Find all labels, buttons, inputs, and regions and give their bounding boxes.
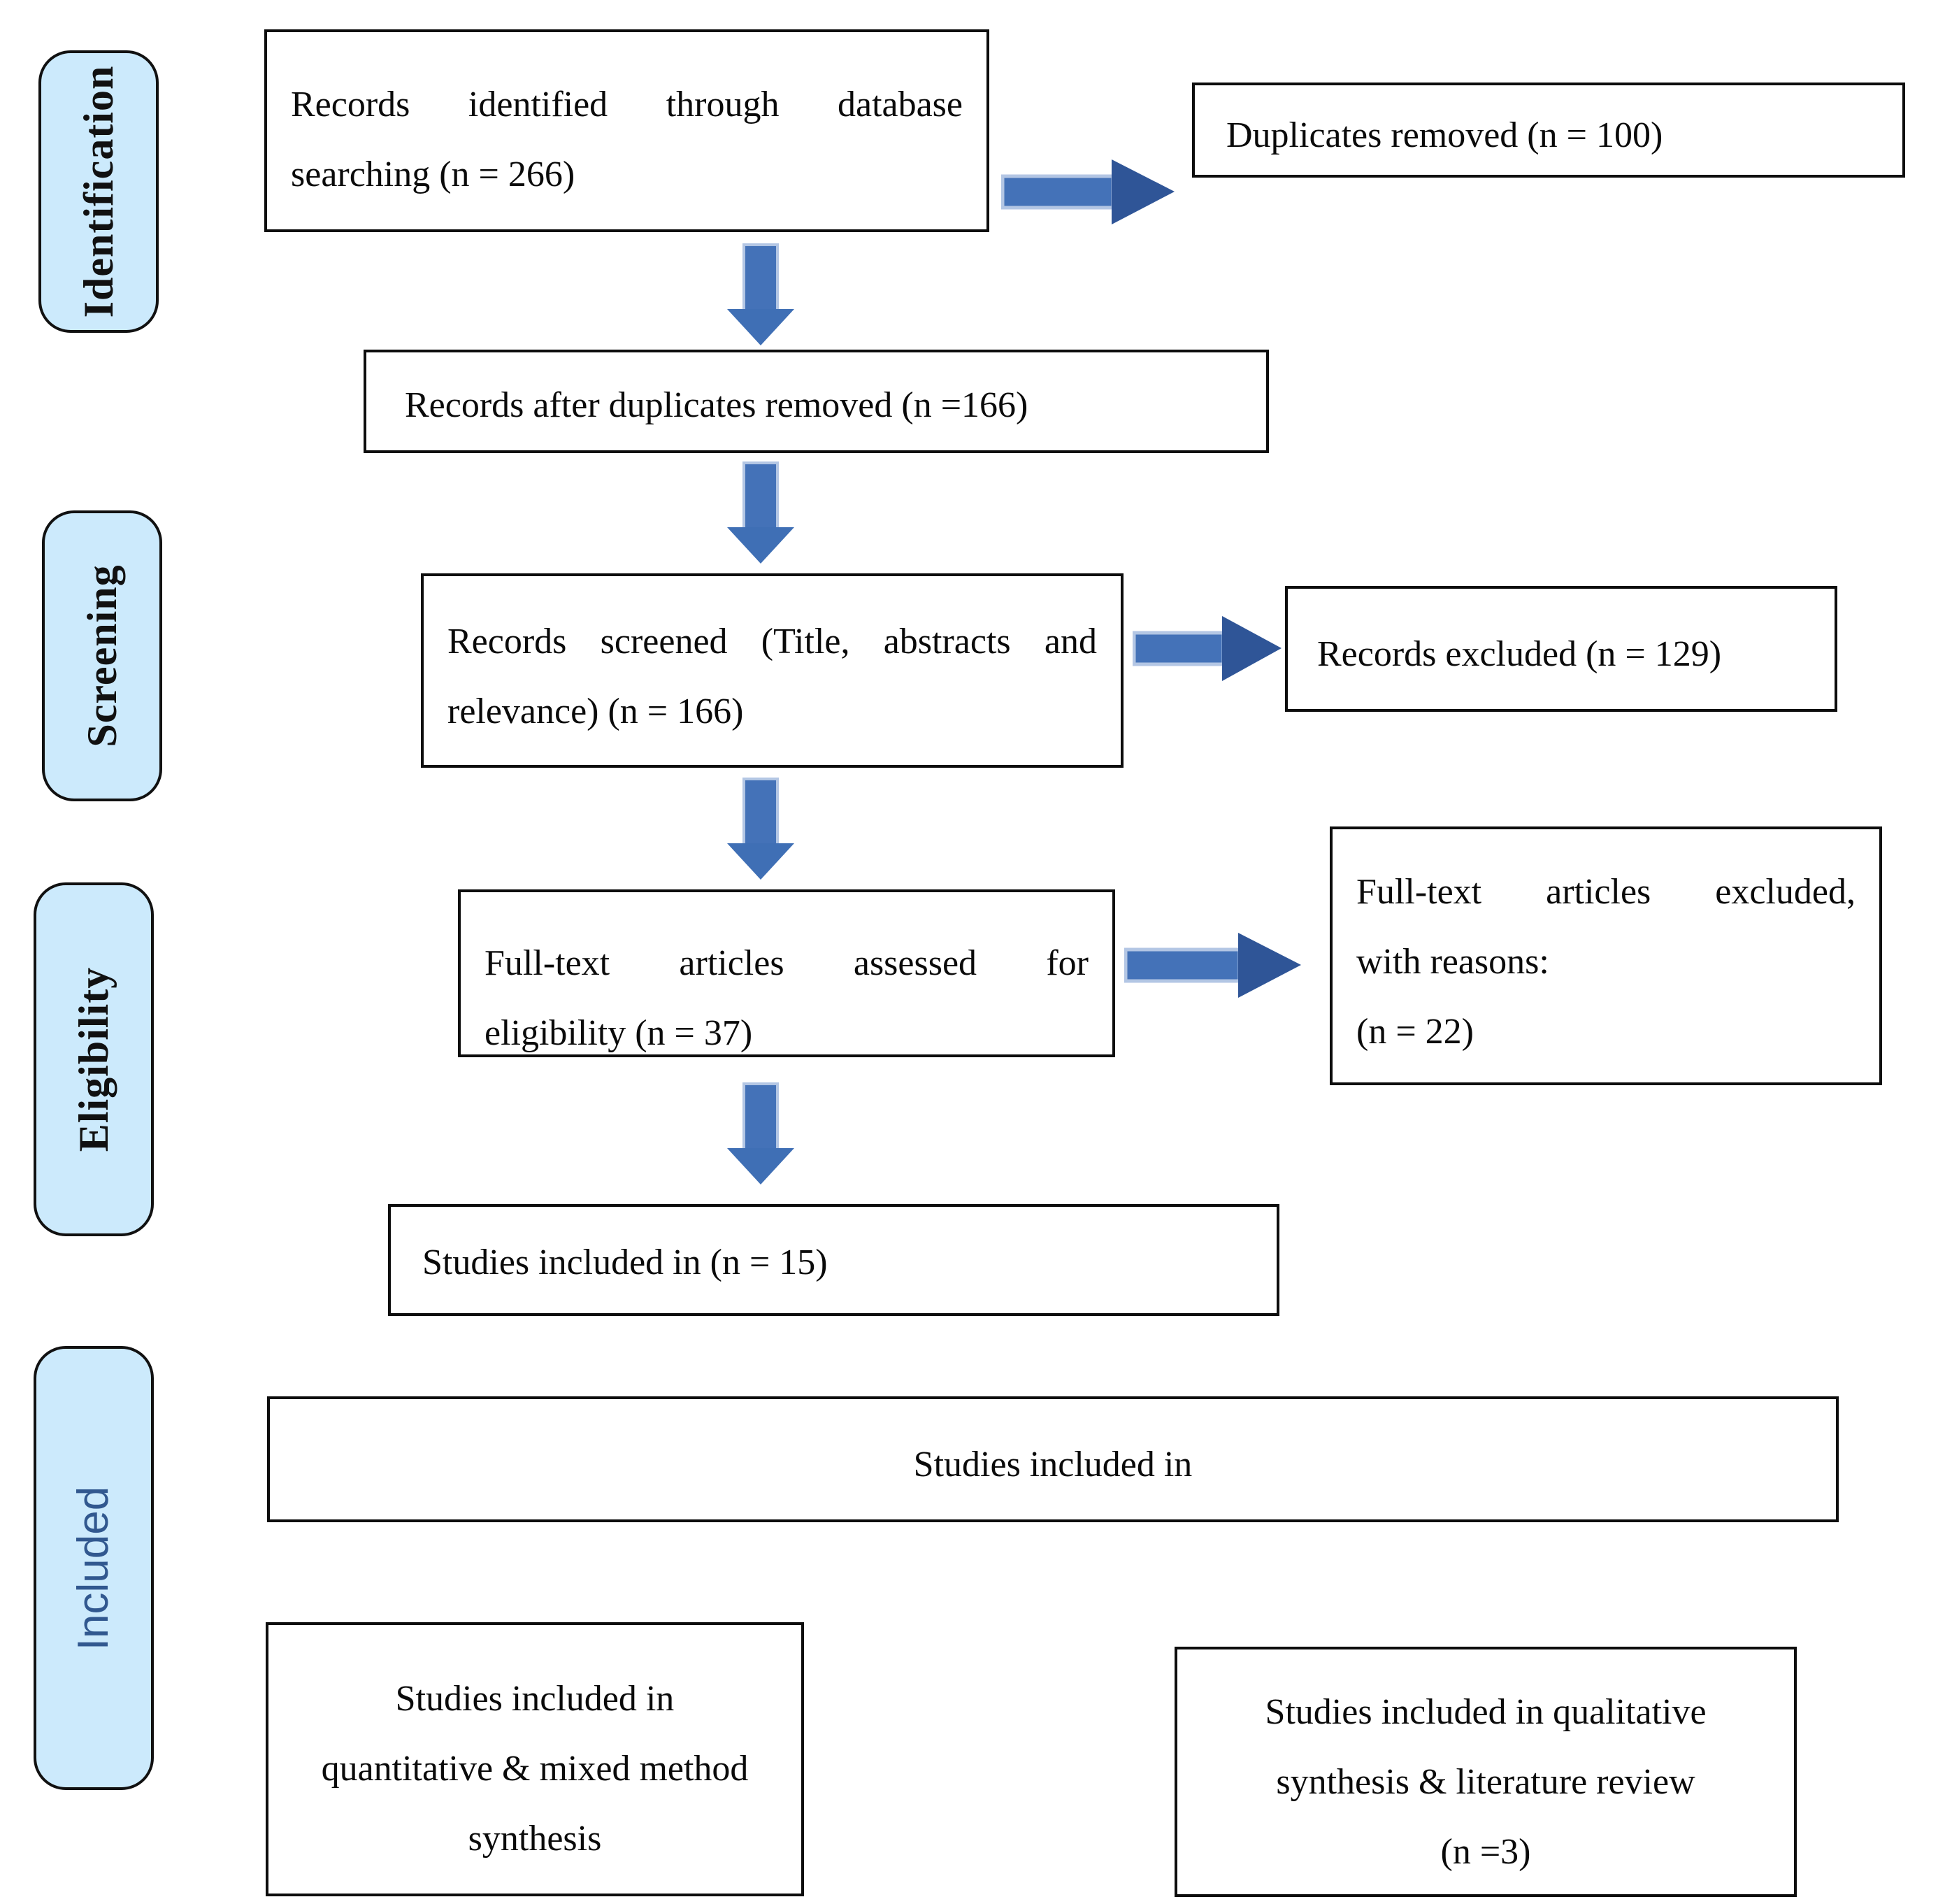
fulltext-assessed-line2: eligibility (n = 37) (485, 1013, 753, 1053)
box-studies-included-n15: Studies included in (n = 15) (388, 1204, 1279, 1316)
arrow-down-to-records-after-duplicates (727, 243, 794, 345)
stage-label-eligibility: Eligibility (71, 966, 117, 1152)
records-identified-line1: Records identified through database (291, 85, 963, 124)
box-records-screened: Records screened (Title, abstracts and r… (421, 573, 1124, 768)
qualitative-synthesis-line3: (n =3) (1440, 1832, 1531, 1872)
fulltext-excluded-line2: with reasons: (1356, 942, 1549, 982)
box-quantitative-synthesis: Studies included in quantitative & mixed… (266, 1622, 804, 1896)
quantitative-synthesis-line1: Studies included in (395, 1679, 675, 1719)
box-fulltext-assessed: Full-text articles assessed for eligibil… (458, 889, 1115, 1057)
stage-pill-included: Included (34, 1346, 154, 1790)
box-records-after-duplicates: Records after duplicates removed (n =166… (364, 350, 1269, 453)
records-screened-line1: Records screened (Title, abstracts and (447, 622, 1097, 661)
box-duplicates-removed: Duplicates removed (n = 100) (1192, 83, 1905, 178)
records-identified-line2: searching (n = 266) (291, 155, 575, 194)
studies-included-n15-line1: Studies included in (n = 15) (422, 1243, 828, 1282)
quantitative-synthesis-line3: synthesis (468, 1819, 602, 1859)
quantitative-synthesis-line2: quantitative & mixed method (321, 1749, 749, 1789)
fulltext-excluded-line1: Full-text articles excluded, (1356, 872, 1856, 912)
records-excluded-line1: Records excluded (n = 129) (1317, 634, 1722, 674)
stage-pill-identification: Identification (38, 50, 159, 333)
arrow-right-to-records-excluded (1133, 616, 1282, 681)
stage-pill-screening: Screening (42, 510, 162, 801)
stage-pill-eligibility: Eligibility (34, 882, 154, 1236)
fulltext-assessed-line1: Full-text articles assessed for (485, 943, 1089, 983)
box-records-excluded: Records excluded (n = 129) (1285, 586, 1837, 712)
arrow-right-to-duplicates (1001, 159, 1175, 224)
arrow-down-to-records-screened (727, 461, 794, 564)
box-fulltext-excluded: Full-text articles excluded, with reason… (1330, 826, 1882, 1085)
box-studies-included-wide: Studies included in (267, 1396, 1839, 1522)
box-qualitative-synthesis: Studies included in qualitative synthesi… (1175, 1647, 1797, 1897)
fulltext-excluded-line3: (n = 22) (1356, 1012, 1474, 1052)
box-records-identified: Records identified through database sear… (264, 29, 989, 232)
stage-label-included: Included (69, 1486, 117, 1650)
studies-included-wide-line1: Studies included in (913, 1445, 1193, 1484)
qualitative-synthesis-line2: synthesis & literature review (1276, 1762, 1695, 1802)
duplicates-removed-line1: Duplicates removed (n = 100) (1226, 115, 1663, 155)
stage-label-screening: Screening (79, 564, 125, 747)
arrow-right-to-fulltext-excluded (1124, 933, 1301, 998)
qualitative-synthesis-line1: Studies included in qualitative (1265, 1692, 1707, 1732)
records-screened-line2: relevance) (n = 166) (447, 692, 744, 731)
stage-label-identification: Identification (76, 65, 122, 318)
records-after-duplicates-line1: Records after duplicates removed (n =166… (405, 385, 1028, 425)
arrow-down-to-studies-included (727, 1082, 794, 1184)
arrow-down-to-fulltext-assessed (727, 778, 794, 880)
